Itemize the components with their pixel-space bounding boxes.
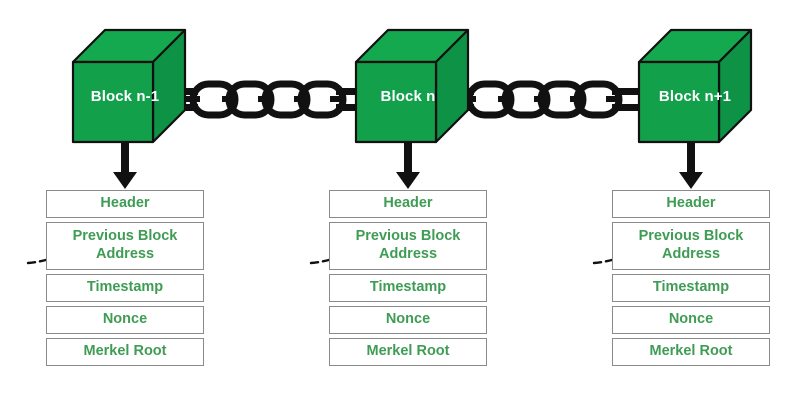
field-merkel-root: Merkel Root <box>46 338 204 366</box>
cube-label-block-n-plus-1: Block n+1 <box>658 88 732 105</box>
cube-label-wrap-block-1: Block n-1 <box>73 62 177 142</box>
cube-label-block-n: Block n <box>380 88 436 105</box>
field-column-block-n-plus-1: Header Previous Block Address Timestamp … <box>612 190 770 370</box>
cube-block-n-1 <box>71 28 187 144</box>
chain-connector-2 <box>452 80 638 119</box>
field-merkel-root: Merkel Root <box>612 338 770 366</box>
field-merkel-root: Merkel Root <box>329 338 487 366</box>
field-nonce: Nonce <box>329 306 487 334</box>
field-nonce: Nonce <box>612 306 770 334</box>
field-header: Header <box>329 190 487 218</box>
chain-connector-1 <box>176 80 362 119</box>
field-nonce: Nonce <box>46 306 204 334</box>
field-timestamp: Timestamp <box>612 274 770 302</box>
cube-label-wrap-block-3: Block n+1 <box>639 62 751 142</box>
down-arrow-block-2 <box>396 142 420 189</box>
field-timestamp: Timestamp <box>329 274 487 302</box>
field-previous-block-address: Previous Block Address <box>46 222 204 270</box>
field-header: Header <box>46 190 204 218</box>
cube-label-wrap-block-2: Block n <box>356 62 460 142</box>
cube-block-n-plus-1 <box>637 28 753 144</box>
field-previous-block-address: Previous Block Address <box>612 222 770 270</box>
cube-block-n <box>354 28 470 144</box>
field-timestamp: Timestamp <box>46 274 204 302</box>
field-previous-block-address: Previous Block Address <box>329 222 487 270</box>
cube-label-block-n-1: Block n-1 <box>90 88 160 105</box>
field-column-block-n: Header Previous Block Address Timestamp … <box>329 190 487 370</box>
down-arrow-block-1 <box>113 142 137 189</box>
field-column-block-n-1: Header Previous Block Address Timestamp … <box>46 190 204 370</box>
field-header: Header <box>612 190 770 218</box>
down-arrow-block-3 <box>679 142 703 189</box>
